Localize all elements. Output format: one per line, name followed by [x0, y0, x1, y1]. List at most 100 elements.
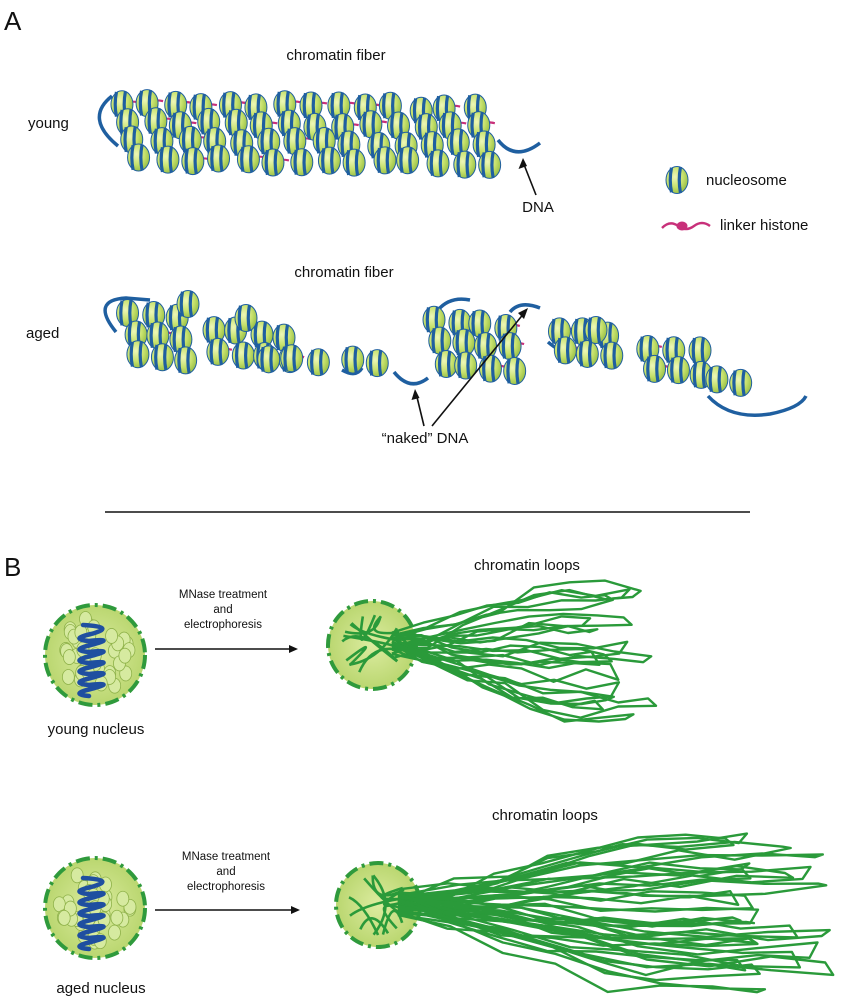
chromatin-loop	[397, 898, 761, 982]
chromatin-loop	[341, 635, 399, 663]
aged-process-arrow-head	[291, 906, 300, 914]
naked-dna-label: “naked” DNA	[382, 430, 469, 447]
naked-dna-arrow-right-head	[518, 308, 528, 319]
aged-chromatin-fiber: chromatin fiber aged “naked” DNA	[26, 264, 808, 447]
young-dna-right-end	[496, 138, 542, 154]
dna-arrow	[522, 161, 537, 196]
aged-loops-title: chromatin loops	[492, 807, 598, 824]
aged-arrow-text-2: and	[216, 866, 235, 878]
nucleosome	[305, 347, 331, 378]
nucleosome	[452, 149, 478, 180]
chromatin-loop	[397, 852, 824, 899]
young-arrow-text-1: MNase treatment	[179, 589, 268, 601]
nucleosome	[155, 144, 181, 175]
nucleosome	[235, 144, 262, 175]
legend-nucleosome-label: nucleosome	[706, 172, 787, 189]
nucleosome	[175, 288, 201, 320]
chromatin-loop	[391, 591, 614, 637]
nucleosome	[205, 143, 232, 174]
dna-label: DNA	[522, 199, 554, 216]
panel-b: B young nucleus MNase treatment and elec…	[4, 552, 835, 997]
panel-b-letter: B	[4, 552, 21, 582]
nucleosome	[477, 353, 504, 384]
young-process-arrow-head	[289, 645, 298, 653]
aged-arrow-text-3: electrophoresis	[187, 881, 265, 893]
nucleosome	[574, 338, 600, 370]
chromatin-loop	[359, 614, 377, 641]
nucleosome	[205, 336, 231, 367]
chromatin-loop	[397, 897, 831, 942]
aged-dna-strands	[103, 296, 808, 417]
nucleosome	[256, 344, 282, 375]
nucleosome	[552, 335, 578, 366]
young-chromatin-loops	[341, 579, 658, 723]
nucleosome	[173, 345, 199, 376]
young-nucleus-chromatin	[59, 611, 136, 699]
aged-row-label: aged	[26, 325, 59, 342]
packed-nucleosome	[52, 896, 66, 913]
young-nucleus-row: young nucleus MNase treatment and electr…	[43, 557, 658, 738]
chromatin-loop	[391, 648, 620, 683]
nucleosome	[372, 145, 398, 176]
packed-nucleosome	[118, 647, 132, 664]
young-nucleus-label: young nucleus	[48, 721, 145, 738]
nucleosome	[125, 142, 152, 173]
nucleosome	[728, 367, 754, 399]
nucleosome	[260, 147, 286, 178]
chromatin-loop	[397, 907, 767, 994]
young-nucleosomes	[109, 88, 503, 180]
nucleosome	[233, 302, 259, 334]
legend-linker-label: linker histone	[720, 217, 808, 234]
nucleosome	[364, 348, 390, 379]
chromatin-loop	[348, 896, 380, 936]
young-nucleus	[43, 603, 147, 707]
packed-nucleosome	[105, 628, 118, 644]
young-chromatin-fiber: chromatin fiber young DNA	[28, 47, 554, 216]
aged-nucleus-label: aged nucleus	[56, 980, 145, 997]
nucleosome	[583, 314, 609, 346]
chromatin-loop	[397, 893, 819, 963]
chromatin-loop	[391, 615, 592, 660]
aged-nucleus-row: aged nucleus MNase treatment and electro…	[43, 807, 835, 997]
chromatin-loop	[345, 645, 368, 667]
naked-dna-arrow-right	[431, 311, 526, 427]
condensed-dna	[77, 622, 106, 699]
dna-arrow-head	[518, 158, 527, 169]
nucleosome	[502, 355, 528, 387]
nucleosome	[665, 355, 692, 386]
chromatin-loop	[397, 879, 828, 904]
chromatin-loop	[397, 893, 799, 939]
young-arrow-text-2: and	[213, 604, 232, 616]
packed-nucleosome	[70, 867, 84, 884]
aged-nucleus-chromatin	[52, 867, 137, 952]
chromatin-loop	[397, 840, 792, 904]
aged-fiber-title: chromatin fiber	[294, 264, 393, 281]
nucleosome	[687, 335, 713, 366]
legend-nucleosome-icon	[664, 164, 690, 196]
panel-a-letter: A	[4, 6, 22, 36]
aged-nucleus	[43, 856, 147, 960]
young-arrow-text-3: electrophoresis	[184, 619, 262, 631]
naked-dna-arrow-left-head	[411, 389, 420, 400]
packed-nucleosome	[57, 909, 71, 926]
aged-chromatin-loops	[348, 832, 835, 994]
chromatin-loop	[391, 640, 635, 723]
nucleosome	[427, 325, 453, 356]
chromatin-loop	[391, 641, 653, 667]
panel-a: A chromatin fiber young DNA nucleosome l…	[4, 6, 808, 447]
nucleosome	[125, 339, 151, 370]
condensed-dna	[77, 875, 106, 952]
chromatin-loop	[397, 892, 835, 977]
packed-nucleosome	[61, 669, 75, 685]
packed-nucleosome	[62, 649, 76, 665]
young-loops-title: chromatin loops	[474, 557, 580, 574]
young-dna-left-end	[97, 94, 120, 148]
chromatin-loop	[397, 894, 742, 928]
chromatin-loop	[397, 888, 754, 912]
legend-linker-bead	[676, 221, 688, 231]
chromatin-loop	[344, 615, 382, 635]
nucleosome	[704, 364, 730, 395]
nucleosome	[279, 343, 305, 374]
nucleosome	[395, 145, 421, 176]
